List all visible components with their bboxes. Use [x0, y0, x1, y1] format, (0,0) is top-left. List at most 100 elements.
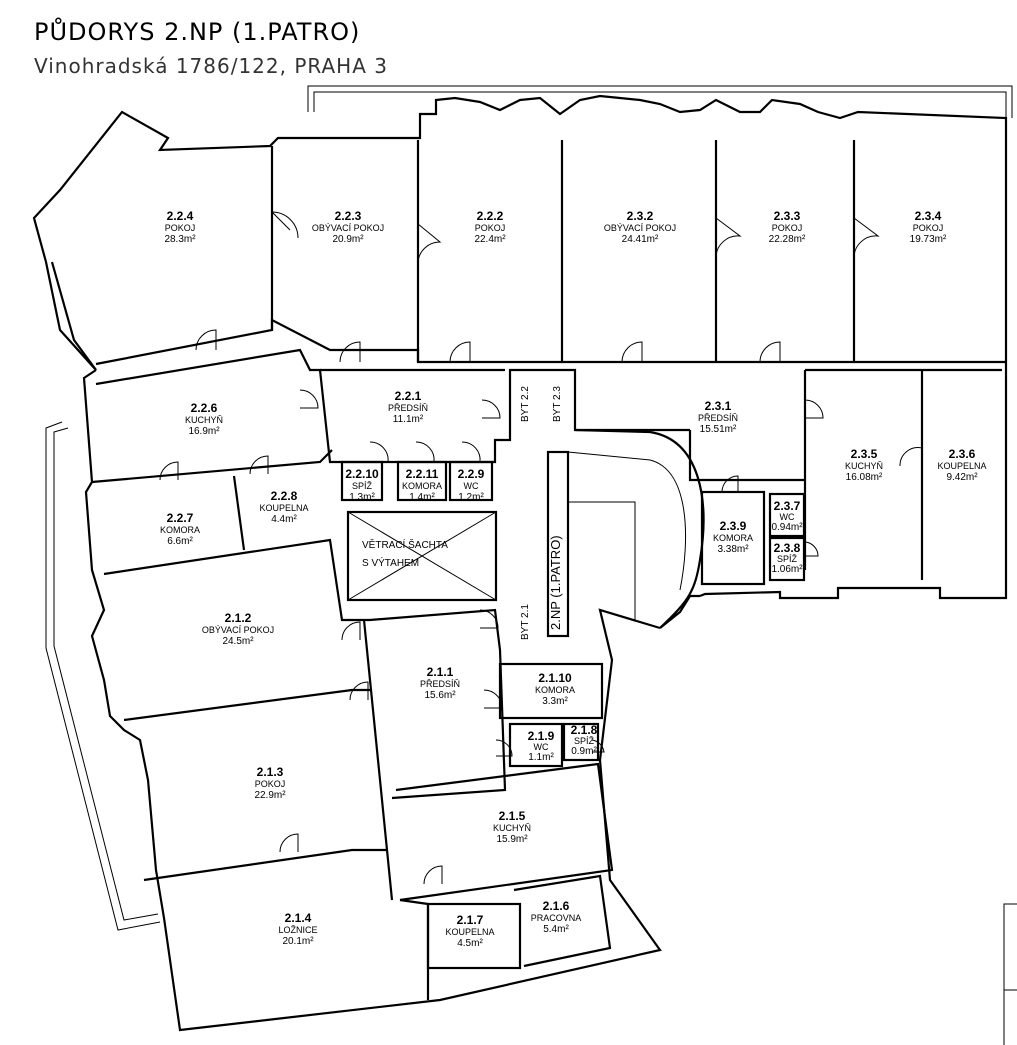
svg-text:15.9m²: 15.9m² — [496, 834, 528, 845]
room-label-2-1-8: 2.1.8 SPÍŽ 0.9m² — [571, 723, 598, 757]
svg-text:POKOJ: POKOJ — [913, 223, 944, 233]
svg-text:KOUPELNA: KOUPELNA — [445, 927, 494, 937]
room-label-2-3-9: 2.3.9 KOMORA 3.38m² — [713, 519, 753, 555]
room-label-2-2-10: 2.2.10 SPÍŽ 1.3m² — [345, 467, 379, 503]
svg-text:SPÍŽ: SPÍŽ — [352, 481, 373, 491]
svg-text:KOMORA: KOMORA — [402, 481, 442, 491]
svg-text:22.9m²: 22.9m² — [254, 790, 286, 801]
room-label-2-3-3: 2.3.3 POKOJ 22.28m² — [769, 209, 806, 245]
room-label-2-2-2: 2.2.2 POKOJ 22.4m² — [474, 209, 506, 245]
svg-text:19.73m²: 19.73m² — [910, 234, 947, 245]
svg-text:5.4m²: 5.4m² — [543, 924, 569, 935]
svg-text:3.3m²: 3.3m² — [542, 696, 568, 707]
room-label-2-2-1: 2.2.1 PŘEDSÍŇ 11.1m² — [388, 389, 428, 425]
flat-label-byt21: BYT 2.1 — [520, 604, 531, 640]
svg-text:KOMORA: KOMORA — [535, 685, 575, 695]
svg-text:1.06m²: 1.06m² — [771, 564, 803, 575]
room-label-2-2-3: 2.2.3 OBÝVACÍ POKOJ 20.9m² — [312, 209, 384, 245]
room-label-2-3-7: 2.3.7 WC 0.94m² — [771, 499, 803, 533]
svg-text:2.1.2: 2.1.2 — [225, 611, 252, 625]
doors — [159, 211, 923, 885]
room-label-2-3-1: 2.3.1 PŘEDSÍŇ 15.51m² — [698, 399, 738, 435]
svg-text:4.5m²: 4.5m² — [457, 938, 483, 949]
svg-text:20.9m²: 20.9m² — [332, 234, 364, 245]
svg-text:22.4m²: 22.4m² — [474, 234, 506, 245]
interior-walls — [91, 140, 1006, 1000]
svg-text:POKOJ: POKOJ — [475, 223, 506, 233]
svg-text:2.1.4: 2.1.4 — [285, 911, 312, 925]
plan-subtitle: Vinohradská 1786/122, PRAHA 3 — [34, 54, 388, 78]
svg-text:2.1.3: 2.1.3 — [257, 765, 284, 779]
svg-text:POKOJ: POKOJ — [165, 223, 196, 233]
svg-text:9.42m²: 9.42m² — [946, 472, 978, 483]
facade-ledge — [45, 85, 1013, 931]
room-label-2-2-7: 2.2.7 KOMORA 6.6m² — [160, 511, 200, 547]
svg-text:POKOJ: POKOJ — [255, 779, 286, 789]
svg-text:1.2m²: 1.2m² — [458, 492, 484, 503]
svg-text:KOMORA: KOMORA — [160, 525, 200, 535]
svg-text:2.3.1: 2.3.1 — [705, 399, 732, 413]
room-label-2-3-6: 2.3.6 KOUPELNA 9.42m² — [937, 447, 986, 483]
svg-text:OBÝVACÍ POKOJ: OBÝVACÍ POKOJ — [604, 223, 676, 233]
svg-text:2.3.2: 2.3.2 — [627, 209, 654, 223]
svg-text:KOUPELNA: KOUPELNA — [937, 461, 986, 471]
flat-label-byt23: BYT 2.3 — [552, 386, 563, 422]
room-label-2-1-9: 2.1.9 WC 1.1m² — [528, 729, 555, 763]
svg-text:6.6m²: 6.6m² — [167, 536, 193, 547]
svg-text:28.3m²: 28.3m² — [164, 234, 196, 245]
room-label-2-2-11: 2.2.11 KOMORA 1.4m² — [402, 467, 442, 503]
svg-text:2.3.9: 2.3.9 — [720, 519, 747, 533]
svg-text:2.2.10: 2.2.10 — [345, 467, 379, 481]
stair-label: 2.NP (1.PATRO) — [548, 535, 563, 630]
svg-text:0.94m²: 0.94m² — [771, 522, 803, 533]
svg-text:2.3.3: 2.3.3 — [774, 209, 801, 223]
room-label-2-1-7: 2.1.7 KOUPELNA 4.5m² — [445, 913, 494, 949]
legend-box — [1003, 903, 1017, 1045]
svg-text:2.2.11: 2.2.11 — [406, 467, 439, 481]
svg-text:2.2.3: 2.2.3 — [335, 209, 362, 223]
svg-text:1.3m²: 1.3m² — [349, 492, 375, 503]
svg-text:2.1.1: 2.1.1 — [427, 665, 454, 679]
shaft-label-line1: VĚTRACÍ ŠACHTA — [362, 538, 448, 551]
svg-text:2.2.7: 2.2.7 — [167, 511, 194, 525]
svg-text:15.6m²: 15.6m² — [424, 690, 456, 701]
svg-text:20.1m²: 20.1m² — [282, 936, 314, 947]
svg-text:PŘEDSÍŇ: PŘEDSÍŇ — [388, 403, 428, 413]
svg-text:2.2.1: 2.2.1 — [395, 389, 422, 403]
room-label-2-1-4: 2.1.4 LOŽNICE 20.1m² — [278, 911, 317, 947]
svg-text:SPÍŽ: SPÍŽ — [777, 554, 798, 564]
room-label-2-1-1: 2.1.1 PŘEDSÍŇ 15.6m² — [420, 665, 460, 701]
svg-text:0.9m²: 0.9m² — [571, 746, 597, 757]
flat-label-byt22: BYT 2.2 — [520, 386, 531, 422]
svg-text:OBÝVACÍ POKOJ: OBÝVACÍ POKOJ — [202, 625, 274, 635]
svg-text:2.1.5: 2.1.5 — [499, 809, 526, 823]
svg-text:PŘEDSÍŇ: PŘEDSÍŇ — [698, 413, 738, 423]
room-label-2-2-8: 2.2.8 KOUPELNA 4.4m² — [259, 489, 308, 525]
svg-text:2.1.9: 2.1.9 — [528, 729, 555, 743]
svg-text:2.2.4: 2.2.4 — [167, 209, 194, 223]
svg-text:22.28m²: 22.28m² — [769, 234, 806, 245]
room-label-2-3-8: 2.3.8 SPÍŽ 1.06m² — [771, 541, 803, 575]
svg-text:LOŽNICE: LOŽNICE — [278, 925, 317, 935]
room-label-2-3-4: 2.3.4 POKOJ 19.73m² — [910, 209, 947, 245]
svg-text:POKOJ: POKOJ — [772, 223, 803, 233]
svg-text:KOUPELNA: KOUPELNA — [259, 503, 308, 513]
room-label-2-1-5: 2.1.5 KUCHYŇ 15.9m² — [493, 809, 531, 845]
svg-text:2.3.8: 2.3.8 — [774, 541, 801, 555]
svg-text:WC: WC — [464, 481, 479, 491]
svg-text:15.51m²: 15.51m² — [700, 424, 737, 435]
svg-text:2.1.7: 2.1.7 — [457, 913, 484, 927]
svg-text:2.2.9: 2.2.9 — [458, 467, 485, 481]
svg-text:2.1.6: 2.1.6 — [543, 899, 570, 913]
svg-text:WC: WC — [780, 512, 795, 522]
room-label-2-1-10: 2.1.10 KOMORA 3.3m² — [535, 671, 575, 707]
shaft-label-line2: S VÝTAHEM — [362, 556, 419, 569]
svg-text:KUCHYŇ: KUCHYŇ — [845, 461, 883, 471]
svg-text:1.4m²: 1.4m² — [409, 492, 435, 503]
room-label-2-3-2: 2.3.2 OBÝVACÍ POKOJ 24.41m² — [604, 209, 676, 245]
svg-text:11.1m²: 11.1m² — [393, 414, 424, 425]
svg-text:3.38m²: 3.38m² — [717, 544, 749, 555]
svg-text:2.3.7: 2.3.7 — [774, 499, 801, 513]
svg-text:KOMORA: KOMORA — [713, 533, 753, 543]
